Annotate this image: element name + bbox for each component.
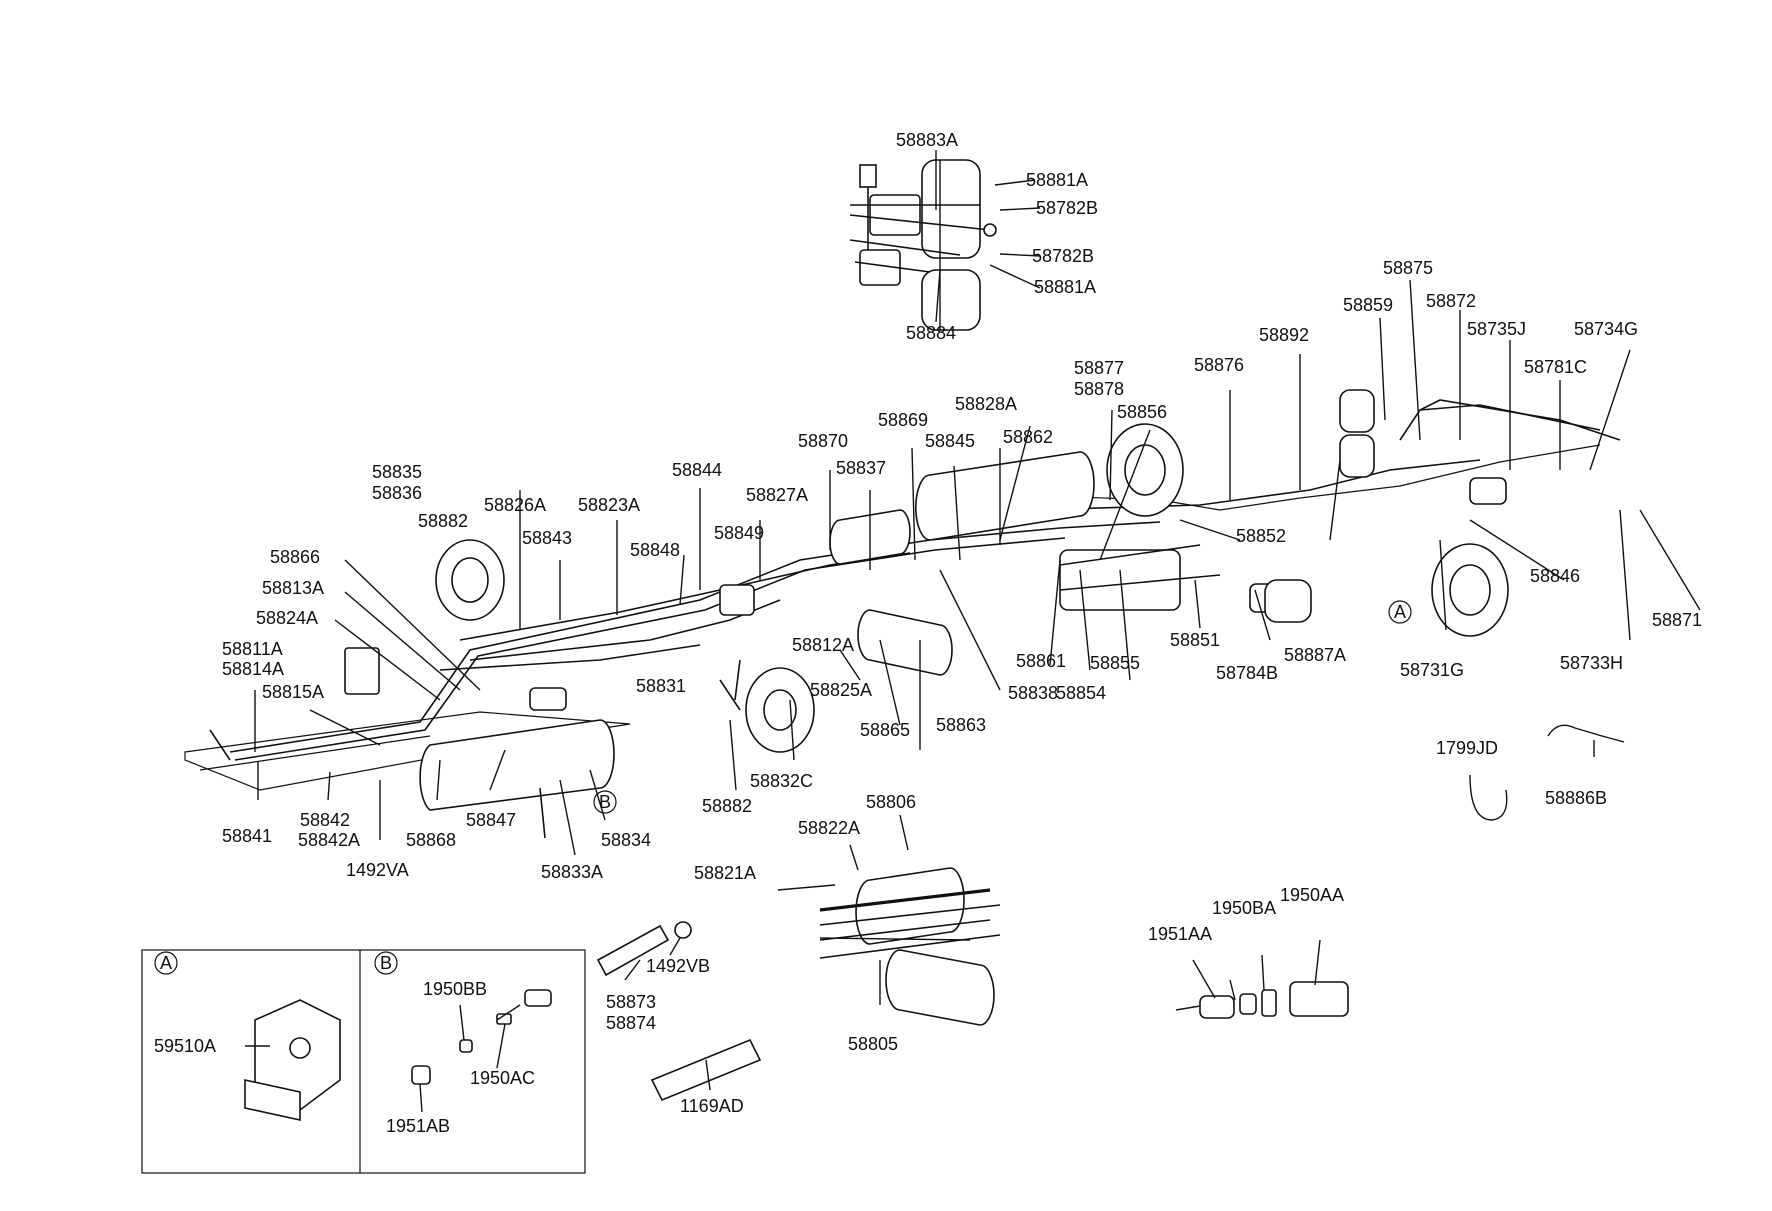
svg-text:A: A — [1394, 602, 1406, 622]
label-58812A: 58812A — [792, 635, 854, 655]
label-58844: 58844 — [672, 460, 722, 480]
label-58878: 58878 — [1074, 379, 1124, 399]
label-58814A: 58814A — [222, 659, 284, 679]
label-58869: 58869 — [878, 410, 928, 430]
marker-B-callout: B — [593, 790, 617, 814]
label-58825A: 58825A — [810, 680, 872, 700]
label-58882: 58882 — [418, 511, 468, 531]
label-58861: 58861 — [1016, 651, 1066, 671]
label-58872: 58872 — [1426, 291, 1476, 311]
label-58866: 58866 — [270, 547, 320, 567]
label-58827A: 58827A — [746, 485, 808, 505]
label-59510A: 59510A — [154, 1036, 216, 1056]
label-58887A: 58887A — [1284, 645, 1346, 665]
label-58833A: 58833A — [541, 862, 603, 882]
label-1492VB: 1492VB — [646, 956, 710, 976]
svg-text:B: B — [599, 792, 611, 812]
label-58731G: 58731G — [1400, 660, 1464, 680]
label-58843: 58843 — [522, 528, 572, 548]
label-58813A: 58813A — [262, 578, 324, 598]
label-58782B: 58782B — [1032, 246, 1094, 266]
label-58852: 58852 — [1236, 526, 1286, 546]
label-58826A: 58826A — [484, 495, 546, 515]
label-1492VA: 1492VA — [346, 860, 409, 880]
tank-detail-drawing — [819, 867, 1001, 1026]
label-58842: 58842 — [300, 810, 350, 830]
label-58862: 58862 — [1003, 427, 1053, 447]
label-58734G: 58734G — [1574, 319, 1638, 339]
label-58845: 58845 — [925, 431, 975, 451]
label-58822A: 58822A — [798, 818, 860, 838]
label-58882: 58882 — [702, 796, 752, 816]
label-1799JD: 1799JD — [1436, 738, 1498, 758]
label-58865: 58865 — [860, 720, 910, 740]
label-58823A: 58823A — [578, 495, 640, 515]
label-58828A: 58828A — [955, 394, 1017, 414]
label-58849: 58849 — [714, 523, 764, 543]
label-58805: 58805 — [848, 1034, 898, 1054]
marker-B-box: B — [374, 951, 398, 975]
label-58881A: 58881A — [1026, 170, 1088, 190]
label-58851: 58851 — [1170, 630, 1220, 650]
label-58855: 58855 — [1090, 653, 1140, 673]
label-58883A: 58883A — [896, 130, 958, 150]
label-58834: 58834 — [601, 830, 651, 850]
label-58856: 58856 — [1117, 402, 1167, 422]
label-58846: 58846 — [1530, 566, 1580, 586]
label-58815A: 58815A — [262, 682, 324, 702]
label-58873: 58873 — [606, 992, 656, 1012]
label-58884: 58884 — [906, 323, 956, 343]
label-58863: 58863 — [936, 715, 986, 735]
label-1950AA: 1950AA — [1280, 885, 1344, 905]
label-58837: 58837 — [836, 458, 886, 478]
label-1950AC: 1950AC — [470, 1068, 535, 1088]
label-58733H: 58733H — [1560, 653, 1623, 673]
label-58848: 58848 — [630, 540, 680, 560]
label-58838: 58838 — [1008, 683, 1058, 703]
label-58874: 58874 — [606, 1013, 656, 1033]
label-58782B: 58782B — [1036, 198, 1098, 218]
label-1951AA: 1951AA — [1148, 924, 1212, 944]
label-58886B: 58886B — [1545, 788, 1607, 808]
label-58881A: 58881A — [1034, 277, 1096, 297]
label-58735J: 58735J — [1467, 319, 1526, 339]
label-58870: 58870 — [798, 431, 848, 451]
inset-box — [141, 949, 586, 1174]
label-58835: 58835 — [372, 462, 422, 482]
label-58876: 58876 — [1194, 355, 1244, 375]
label-58806: 58806 — [866, 792, 916, 812]
label-58892: 58892 — [1259, 325, 1309, 345]
svg-text:A: A — [160, 953, 172, 973]
svg-text:B: B — [380, 953, 392, 973]
label-58877: 58877 — [1074, 358, 1124, 378]
label-58821A: 58821A — [694, 863, 756, 883]
label-1950BB: 1950BB — [423, 979, 487, 999]
label-58842A: 58842A — [298, 830, 360, 850]
label-58824A: 58824A — [256, 608, 318, 628]
chassis-drawing — [184, 389, 1621, 839]
leader-lines — [245, 150, 1701, 1113]
label-58832C: 58832C — [750, 771, 813, 791]
label-58831: 58831 — [636, 676, 686, 696]
label-58859: 58859 — [1343, 295, 1393, 315]
label-58841: 58841 — [222, 826, 272, 846]
hardware-drawings — [596, 724, 1625, 1102]
part-labels: 58883A 58881A 58782B 58782B 58881A 58884… — [154, 130, 1702, 1136]
label-1169AD: 1169AD — [680, 1096, 744, 1116]
booster-detail-drawing — [849, 159, 997, 331]
label-58847: 58847 — [466, 810, 516, 830]
label-58871: 58871 — [1652, 610, 1702, 630]
marker-A-callout: A — [1388, 600, 1412, 624]
label-58811A: 58811A — [222, 639, 283, 659]
marker-A-box: A — [154, 951, 178, 975]
label-58781C: 58781C — [1524, 357, 1587, 377]
label-58868: 58868 — [406, 830, 456, 850]
label-58784B: 58784B — [1216, 663, 1278, 683]
label-58854: 58854 — [1056, 683, 1106, 703]
label-58875: 58875 — [1383, 258, 1433, 278]
label-1951AB: 1951AB — [386, 1116, 450, 1136]
label-58836: 58836 — [372, 483, 422, 503]
label-1950BA: 1950BA — [1212, 898, 1276, 918]
